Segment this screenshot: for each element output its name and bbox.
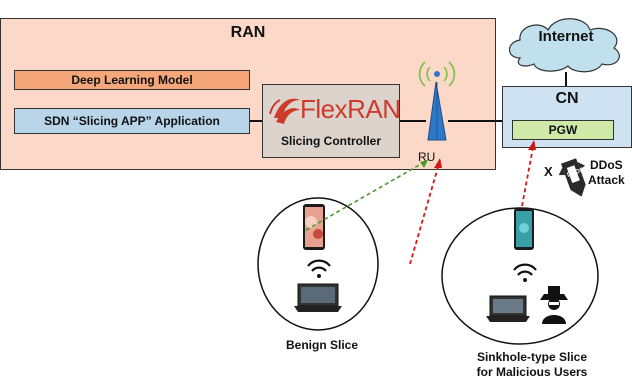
slicing-controller-box xyxy=(262,84,400,158)
ran-container xyxy=(0,18,496,170)
ran-title: RAN xyxy=(230,24,266,41)
internet-cloud-icon xyxy=(508,18,620,73)
benign-phone-icon xyxy=(303,204,325,250)
benign-laptop-icon xyxy=(294,283,342,312)
malicious-laptop-icon xyxy=(486,295,530,322)
deep-learning-model-box: Deep Learning Model xyxy=(14,70,250,90)
ddos-line1: DDoS xyxy=(590,158,623,172)
cn-title: CN xyxy=(555,90,579,107)
slicing-controller-label: Slicing Controller xyxy=(280,134,381,148)
benign-slice-label: Benign Slice xyxy=(285,338,359,352)
blocked-mark: X xyxy=(544,164,553,179)
sinkhole-slice-label: Sinkhole-type Slice for Malicious Users xyxy=(452,350,612,380)
flexran-logo-text: FlexRAN xyxy=(300,94,401,124)
sdn-slicing-app-box: SDN “Slicing APP” Application xyxy=(14,108,250,134)
hacker-icon xyxy=(540,286,568,324)
malicious-wifi-icon xyxy=(513,263,537,282)
malicious-phone-icon xyxy=(514,208,534,250)
benign-slice-circle xyxy=(257,197,379,331)
ddos-attack-label: DDoS Attack xyxy=(588,158,625,188)
ddos-missile-icon xyxy=(558,158,586,197)
malicious-pgw-link xyxy=(521,141,535,207)
flexran-swoosh-icon xyxy=(269,98,300,124)
malicious-ru-link xyxy=(409,159,441,265)
pgw-box: PGW xyxy=(512,120,614,140)
benign-ru-link xyxy=(305,159,429,231)
sinkhole-line2: for Malicious Users xyxy=(476,365,588,379)
ru-label: RU xyxy=(418,150,436,164)
sinkhole-line1: Sinkhole-type Slice xyxy=(476,350,588,364)
ru-antenna-icon xyxy=(418,61,456,141)
benign-wifi-icon xyxy=(307,259,331,278)
internet-label: Internet xyxy=(538,28,594,45)
ddos-line2: Attack xyxy=(588,173,625,187)
